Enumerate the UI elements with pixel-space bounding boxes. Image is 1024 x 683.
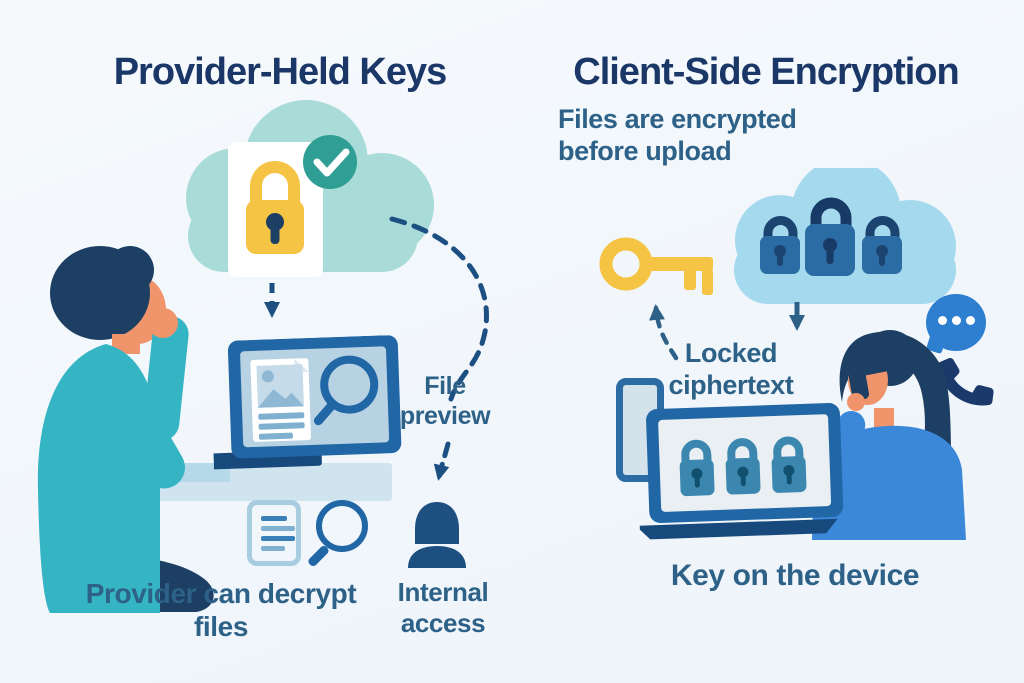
encrypted-cloud-illustration <box>734 168 956 304</box>
locked-line-1: Locked <box>684 338 778 368</box>
padlock-icon <box>760 216 800 274</box>
dot <box>937 316 947 325</box>
speech-bubble-icon <box>925 294 986 355</box>
subtitle-line-2: before upload <box>558 135 732 166</box>
internal-line-1: Internal <box>397 577 489 607</box>
provider-caption-line-2: files <box>193 611 249 643</box>
locked-ciphertext-label: Locked ciphertext <box>636 338 826 402</box>
man-illustration <box>37 246 214 613</box>
internal-access-label: Internal access <box>380 577 506 638</box>
key-on-device-caption: Key on the device <box>670 559 920 592</box>
provider-caption-line-1: Provider can decrypt <box>85 578 357 609</box>
key-icon <box>599 237 713 295</box>
dashed-arrow-to-internal-access-icon <box>433 441 451 481</box>
document-line <box>261 546 285 551</box>
padlock-icon <box>862 216 902 274</box>
ciphertext-laptop-illustration <box>635 403 844 540</box>
padlock-icon <box>771 436 807 493</box>
document-preview-icon <box>250 358 312 442</box>
file-preview-line-2: preview <box>399 401 491 430</box>
document-line <box>261 536 295 541</box>
internal-line-2: access <box>400 607 486 638</box>
checkmark-icon <box>303 135 357 189</box>
woman-illustration <box>812 330 966 540</box>
document-line <box>261 516 287 521</box>
left-title: Provider-Held Keys <box>113 51 448 93</box>
speech-bubble-dots <box>926 316 986 325</box>
search-handle <box>306 544 331 568</box>
dot <box>951 316 961 325</box>
man-figure <box>37 246 214 613</box>
person-silhouette-icon <box>408 502 466 568</box>
search-icon <box>306 500 368 568</box>
woman-figure <box>812 330 966 540</box>
padlock-icon <box>246 161 304 254</box>
right-subtitle: Files are encrypted before upload <box>558 104 797 168</box>
subtitle-line-1: Files are encrypted <box>558 104 797 134</box>
dot <box>965 316 975 325</box>
magnifier-screen-icon <box>313 355 379 426</box>
file-preview-line-1: File <box>424 372 466 400</box>
laptop-preview-illustration <box>209 335 402 470</box>
document-icon <box>247 500 301 566</box>
document-line <box>261 526 295 531</box>
padlock-icon <box>805 197 855 276</box>
padlock-icon <box>725 438 761 495</box>
right-title: Client-Side Encryption <box>573 51 959 93</box>
file-preview-label: File preview <box>386 372 504 431</box>
phone-handset-icon <box>937 358 994 406</box>
provider-cloud-illustration <box>186 100 434 277</box>
locked-line-2: ciphertext <box>668 369 794 400</box>
provider-caption: Provider can decrypt files <box>28 577 414 643</box>
padlock-icon <box>679 439 715 497</box>
